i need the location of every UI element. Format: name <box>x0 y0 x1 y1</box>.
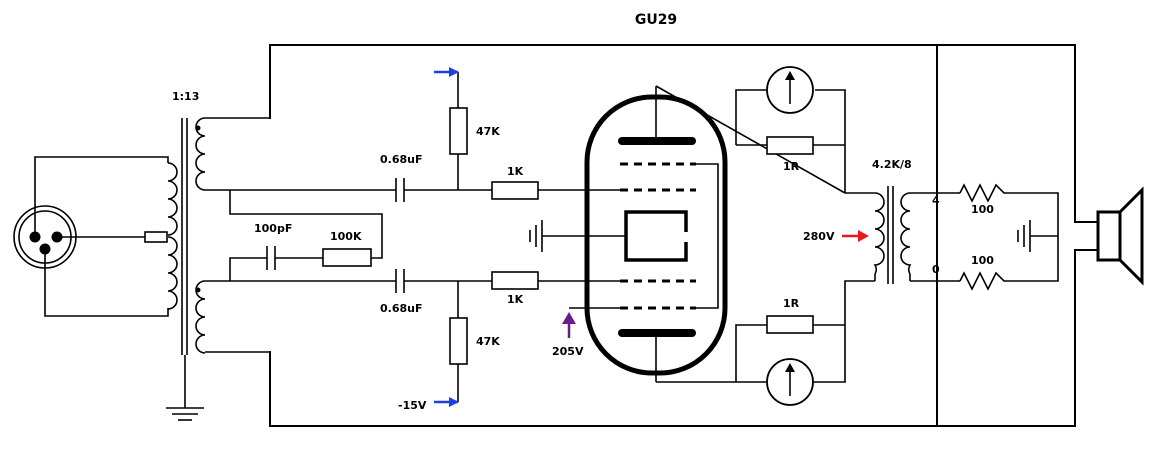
frame-wiring <box>269 44 1076 427</box>
ammeter-bottom-icon <box>766 358 814 406</box>
res-1r-bottom-label: 1R <box>783 297 800 310</box>
bias-voltage-label: -15V <box>398 399 427 412</box>
load-top-label: 100 <box>971 203 994 216</box>
cap-bottom-label: 0.68uF <box>380 302 423 315</box>
input-transformer-ratio: 1:13 <box>172 90 199 103</box>
res-47k-top-label: 47K <box>476 125 500 138</box>
input-transformer <box>167 117 270 408</box>
speaker-icon <box>1074 186 1144 286</box>
res-47k-bottom-label: 47K <box>476 335 500 348</box>
res-1k-bottom-label: 1K <box>507 293 524 306</box>
page-title: GU29 <box>635 12 677 28</box>
tube-gu29 <box>542 86 728 382</box>
b-plus-arrow <box>842 230 869 242</box>
res-1r-top-label: 1R <box>783 160 800 173</box>
load-network <box>959 183 1059 291</box>
screen-voltage-label: 205V <box>552 345 584 358</box>
output-transformer-ratio: 4.2K/8 <box>872 158 912 171</box>
output-transformer <box>873 186 960 284</box>
screen-voltage-arrow <box>562 312 576 338</box>
ground-icon <box>166 407 204 421</box>
res-100k-label: 100K <box>330 230 362 243</box>
coupling-network <box>229 67 620 407</box>
xlr-connector-icon <box>13 156 169 317</box>
cap-small-label: 100pF <box>254 222 292 235</box>
load-bottom-label: 100 <box>971 254 994 267</box>
tap-4-label: 4 <box>932 194 940 207</box>
ammeter-top-icon <box>766 66 814 114</box>
res-1k-top-label: 1K <box>507 165 524 178</box>
cap-top-label: 0.68uF <box>380 153 423 166</box>
cathode-ground-icon <box>529 220 543 252</box>
anode-wiring <box>655 85 875 383</box>
b-plus-label: 280V <box>803 230 835 243</box>
tap-0-label: 0 <box>932 263 940 276</box>
